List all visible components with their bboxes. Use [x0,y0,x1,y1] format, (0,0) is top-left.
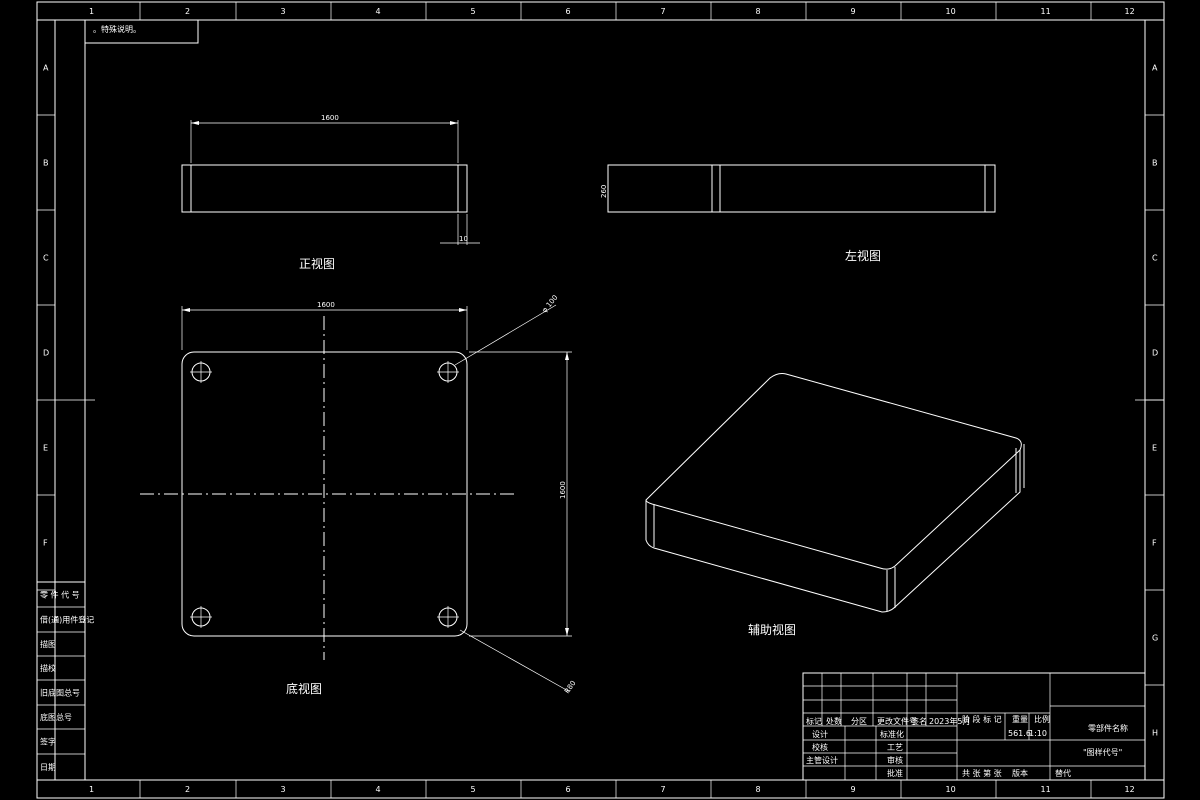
side-table-cell: 旧底图总号 [40,688,80,698]
row-ticks: A B C D E F A B C D E F G H [37,64,1164,781]
left-height-dim: 260 [600,185,608,198]
side-table-cell: 描校 [40,663,56,673]
col-number-top: 1 [89,7,94,16]
col-number-top: 6 [566,7,571,16]
tb-review: 审核 [887,755,903,765]
row-letter-right: H [1152,729,1158,738]
tb-hdr-zone: 分区 [851,717,867,726]
side-table-cell: 描图 [40,639,56,649]
row-letter-right: A [1152,64,1158,73]
left-view-label: 左视图 [845,248,881,263]
tb-approve: 批准 [887,768,903,778]
tb-scale: 比例 [1034,714,1050,724]
front-view: 1600 10 正视图 [181,114,480,271]
hole-dia-dim: φ 100 [540,294,559,315]
inner-frame [84,19,1146,781]
front-width-dim: 1600 [321,114,339,122]
col-number-bottom: 4 [376,785,381,794]
row-letter-right: B [1152,159,1158,168]
tb-hdr-docno: 更改文件号 [877,716,917,726]
row-letter-right: C [1152,254,1158,263]
col-number-top: 3 [281,7,286,16]
tb-sheets: 共 张 第 张 [962,768,1002,778]
row-letter-left: C [43,254,49,263]
row-letter-left: D [43,349,49,358]
col-number-bottom: 1 [89,785,94,794]
col-number-top: 5 [471,7,476,16]
row-letter-left: E [43,444,48,453]
row-letter-right: E [1152,444,1157,453]
corner-r-dim: R80 [563,679,577,695]
tb-check: 校核 [812,742,828,752]
col-number-top: 12 [1125,7,1135,16]
front-view-label: 正视图 [299,256,335,271]
col-number-bottom: 5 [471,785,476,794]
col-number-bottom: 3 [281,785,286,794]
row-letter-right: F [1152,539,1157,548]
side-table-cell: 底图总号 [40,712,72,722]
tb-replace: 替代 [1055,768,1071,778]
note-box [84,19,199,44]
tb-standard: 标准化 [880,729,904,739]
iso-view-label: 辅助视图 [748,622,796,637]
col-number-top: 4 [376,7,381,16]
tb-hdr-date: 2023年5月 [929,716,970,726]
iso-view: 辅助视图 [645,373,1025,637]
col-number-bottom: 12 [1125,785,1135,794]
tb-chief: 主管设计 [806,755,838,765]
col-number-bottom: 10 [946,785,956,794]
col-number-top: 10 [946,7,956,16]
tb-hdr-count: 处数 [826,716,842,726]
front-thk-dim: 10 [459,235,468,243]
bottom-width-dim: 1600 [317,301,335,309]
tb-scale-val: 1:10 [1029,729,1047,738]
tb-design: 设计 [812,729,828,739]
col-number-bottom: 7 [661,785,666,794]
tb-hdr-sign: 签名 [911,716,927,726]
row-letter-right: G [1152,634,1158,643]
tb-weight: 重量 [1012,714,1028,724]
tb-version: 版本 [1012,768,1028,778]
bottom-view-label: 底视图 [286,681,322,696]
col-number-bottom: 2 [185,785,190,794]
col-number-top: 2 [185,7,190,16]
row-letter-left: B [43,159,49,168]
tb-stage: 阶 段 标 记 [962,714,1002,724]
side-table-cell: 日期 [40,763,56,772]
row-letter-left: A [43,64,49,73]
top-note: 。特殊说明。 [93,24,141,34]
bottom-view: 1600 1600 φ 100 R80 底视图 [140,294,578,696]
col-number-top: 11 [1041,7,1051,16]
col-number-top: 8 [756,7,761,16]
row-letter-left: F [43,539,48,548]
side-table-cell: 零 件 代 号 [40,590,80,600]
title-block: 标记 处数 分区 更改文件号 签名 2023年5月 设计 标准化 校核 工艺 主… [802,672,1146,781]
col-number-top: 7 [661,7,666,16]
tb-process: 工艺 [887,743,903,752]
col-number-bottom: 9 [851,785,856,794]
col-number-top: 9 [851,7,856,16]
left-view: 260 左视图 [600,164,996,263]
tb-hdr-mark: 标记 [806,716,822,726]
row-letter-right: D [1152,349,1158,358]
outer-frame [36,1,1165,799]
tb-weight-val: 561.6 [1008,729,1031,738]
tb-drawing-no: "图样代号" [1083,747,1122,757]
side-table-cell: 借(通)用件登记 [40,615,94,625]
side-table-cell: 签字 [40,737,56,747]
bottom-height-dim: 1600 [559,481,567,499]
tb-part-name: 零部件名称 [1088,723,1128,733]
col-number-bottom: 6 [566,785,571,794]
col-number-bottom: 11 [1041,785,1051,794]
col-number-bottom: 8 [756,785,761,794]
